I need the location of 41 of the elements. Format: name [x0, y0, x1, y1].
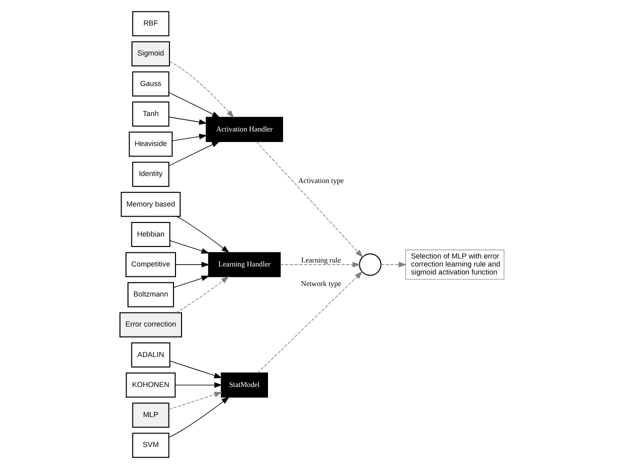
- arrow: [169, 60, 234, 118]
- node-circle: [359, 252, 382, 276]
- arrow: [257, 270, 363, 373]
- node-box: Gauss: [132, 70, 170, 96]
- arrow: [170, 240, 210, 254]
- edge-label: Network type: [300, 278, 342, 288]
- node-box: Selection of MLP with error correction learning rule and sigmoid activation function: [405, 249, 504, 280]
- node-box: Heaviside: [128, 131, 173, 156]
- node-box: Sigmoid: [132, 40, 170, 66]
- node-box: Learning Handler: [208, 252, 281, 277]
- arrow: [168, 396, 230, 438]
- node-box: Memory based: [120, 191, 181, 216]
- arrow: [172, 133, 208, 141]
- node-box: SVM: [132, 432, 170, 458]
- arrow: [174, 382, 222, 388]
- node-box: Tanh: [132, 101, 170, 126]
- arrow: [170, 360, 222, 378]
- arrow: [280, 261, 360, 267]
- node-box: Activation Handler: [206, 116, 284, 142]
- arrow: [168, 391, 222, 410]
- arrow: [380, 261, 407, 267]
- node-box: Boltzmann: [127, 282, 174, 307]
- arrow: [256, 140, 364, 258]
- arrow: [168, 92, 220, 118]
- node-box: MLP: [132, 402, 170, 428]
- arrow: [175, 261, 210, 267]
- node-box: StatModel: [220, 372, 268, 398]
- node-box: RBF: [132, 10, 170, 36]
- node-box: KOHONEN: [126, 372, 176, 398]
- node-box: Hebbian: [131, 221, 170, 247]
- node-box: Error correction: [119, 312, 182, 337]
- node-box: ADALIN: [131, 342, 170, 367]
- arrow: [168, 116, 208, 124]
- node-box: Identity: [132, 161, 170, 186]
- node-box: Competitive: [125, 252, 176, 277]
- arrow: [176, 276, 230, 313]
- arrow: [168, 140, 220, 166]
- arrow: [173, 275, 210, 288]
- edge-label: Activation type: [298, 175, 344, 184]
- edge-label: Learning rule: [301, 254, 341, 264]
- arrow: [176, 216, 230, 253]
